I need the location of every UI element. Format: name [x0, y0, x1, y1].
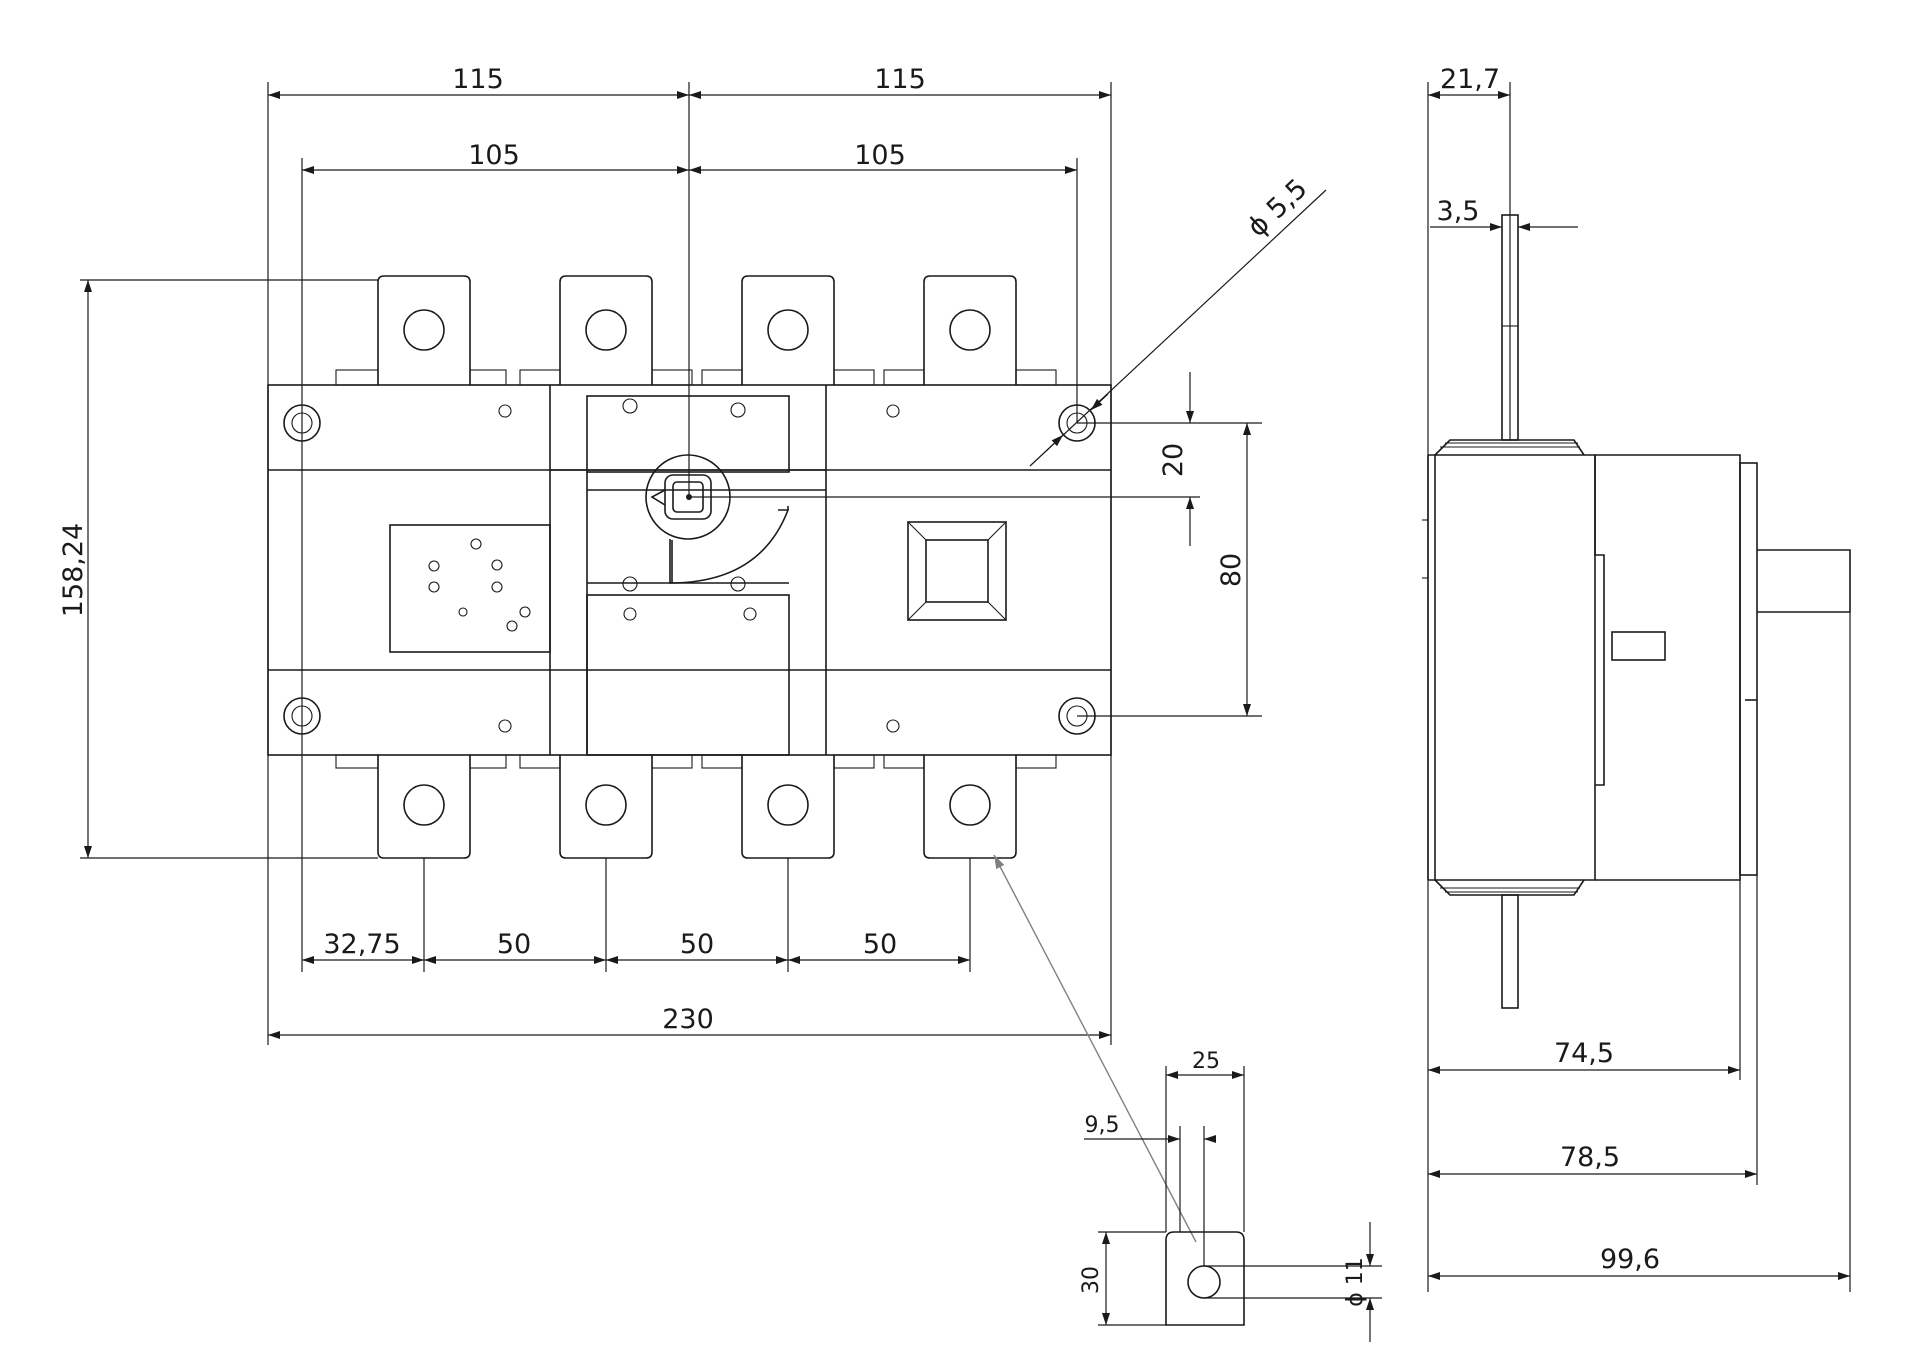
detail-pointer-arrow: [993, 854, 1197, 1243]
extension-lines: [80, 82, 1262, 1045]
dim-vertical-80: 80: [1216, 553, 1247, 587]
dim-side-74-5: 74,5: [1554, 1038, 1614, 1069]
terminal-hole: [1187, 1265, 1221, 1299]
side-right-shaft: [1757, 549, 1851, 613]
dim-top-left-105: 105: [468, 140, 520, 171]
terminal-detail-view: 25 9,5 30 ϕ 11: [1079, 1049, 1382, 1342]
dim-height-158: 158,24: [58, 523, 89, 617]
side-mounting-plate: [1739, 462, 1758, 876]
terminal-tab-outline: [1165, 1231, 1245, 1326]
right-indicator-window: [907, 521, 1007, 621]
dim-top-right-115: 115: [874, 64, 926, 95]
center-bottom-plate: [586, 594, 790, 756]
dim-bottom-50-c: 50: [863, 929, 897, 960]
dim-vertical-20: 20: [1158, 443, 1189, 477]
dim-detail-9-5: 9,5: [1085, 1113, 1120, 1138]
dim-detail-25: 25: [1192, 1049, 1220, 1074]
dim-detail-30: 30: [1079, 1266, 1104, 1294]
dim-side-3-5: 3,5: [1437, 196, 1480, 227]
dim-detail-11: ϕ 11: [1343, 1257, 1368, 1307]
center-top-plate: [586, 395, 790, 473]
dim-bottom-32-75: 32,75: [323, 929, 400, 960]
dim-top-left-115: 115: [452, 64, 504, 95]
side-bottom-terminal: [1501, 894, 1519, 1009]
side-body-front: [1427, 454, 1596, 881]
bottom-terminals: [335, 754, 1057, 859]
dim-bottom-50-a: 50: [497, 929, 531, 960]
top-terminals: [335, 275, 1057, 386]
front-view: 115 115 105 105 ϕ 5,5 158,24 20 80: [58, 64, 1327, 1243]
dim-side-21-7: 21,7: [1440, 64, 1500, 95]
side-view: 21,7 3,5 74,5 78,5 99,6: [1422, 64, 1851, 1292]
dim-bottom-50-b: 50: [680, 929, 714, 960]
left-label-plate: [389, 524, 551, 653]
dim-side-99-6: 99,6: [1600, 1244, 1660, 1275]
dim-side-78-5: 78,5: [1560, 1142, 1620, 1173]
front-dimensions: 115 115 105 105 ϕ 5,5 158,24 20 80: [58, 64, 1327, 1039]
dim-bottom-230: 230: [662, 1004, 714, 1035]
dim-top-right-105: 105: [854, 140, 906, 171]
dim-hole-diameter: ϕ 5,5: [1242, 173, 1314, 243]
side-shaft-stub: [1611, 631, 1666, 661]
